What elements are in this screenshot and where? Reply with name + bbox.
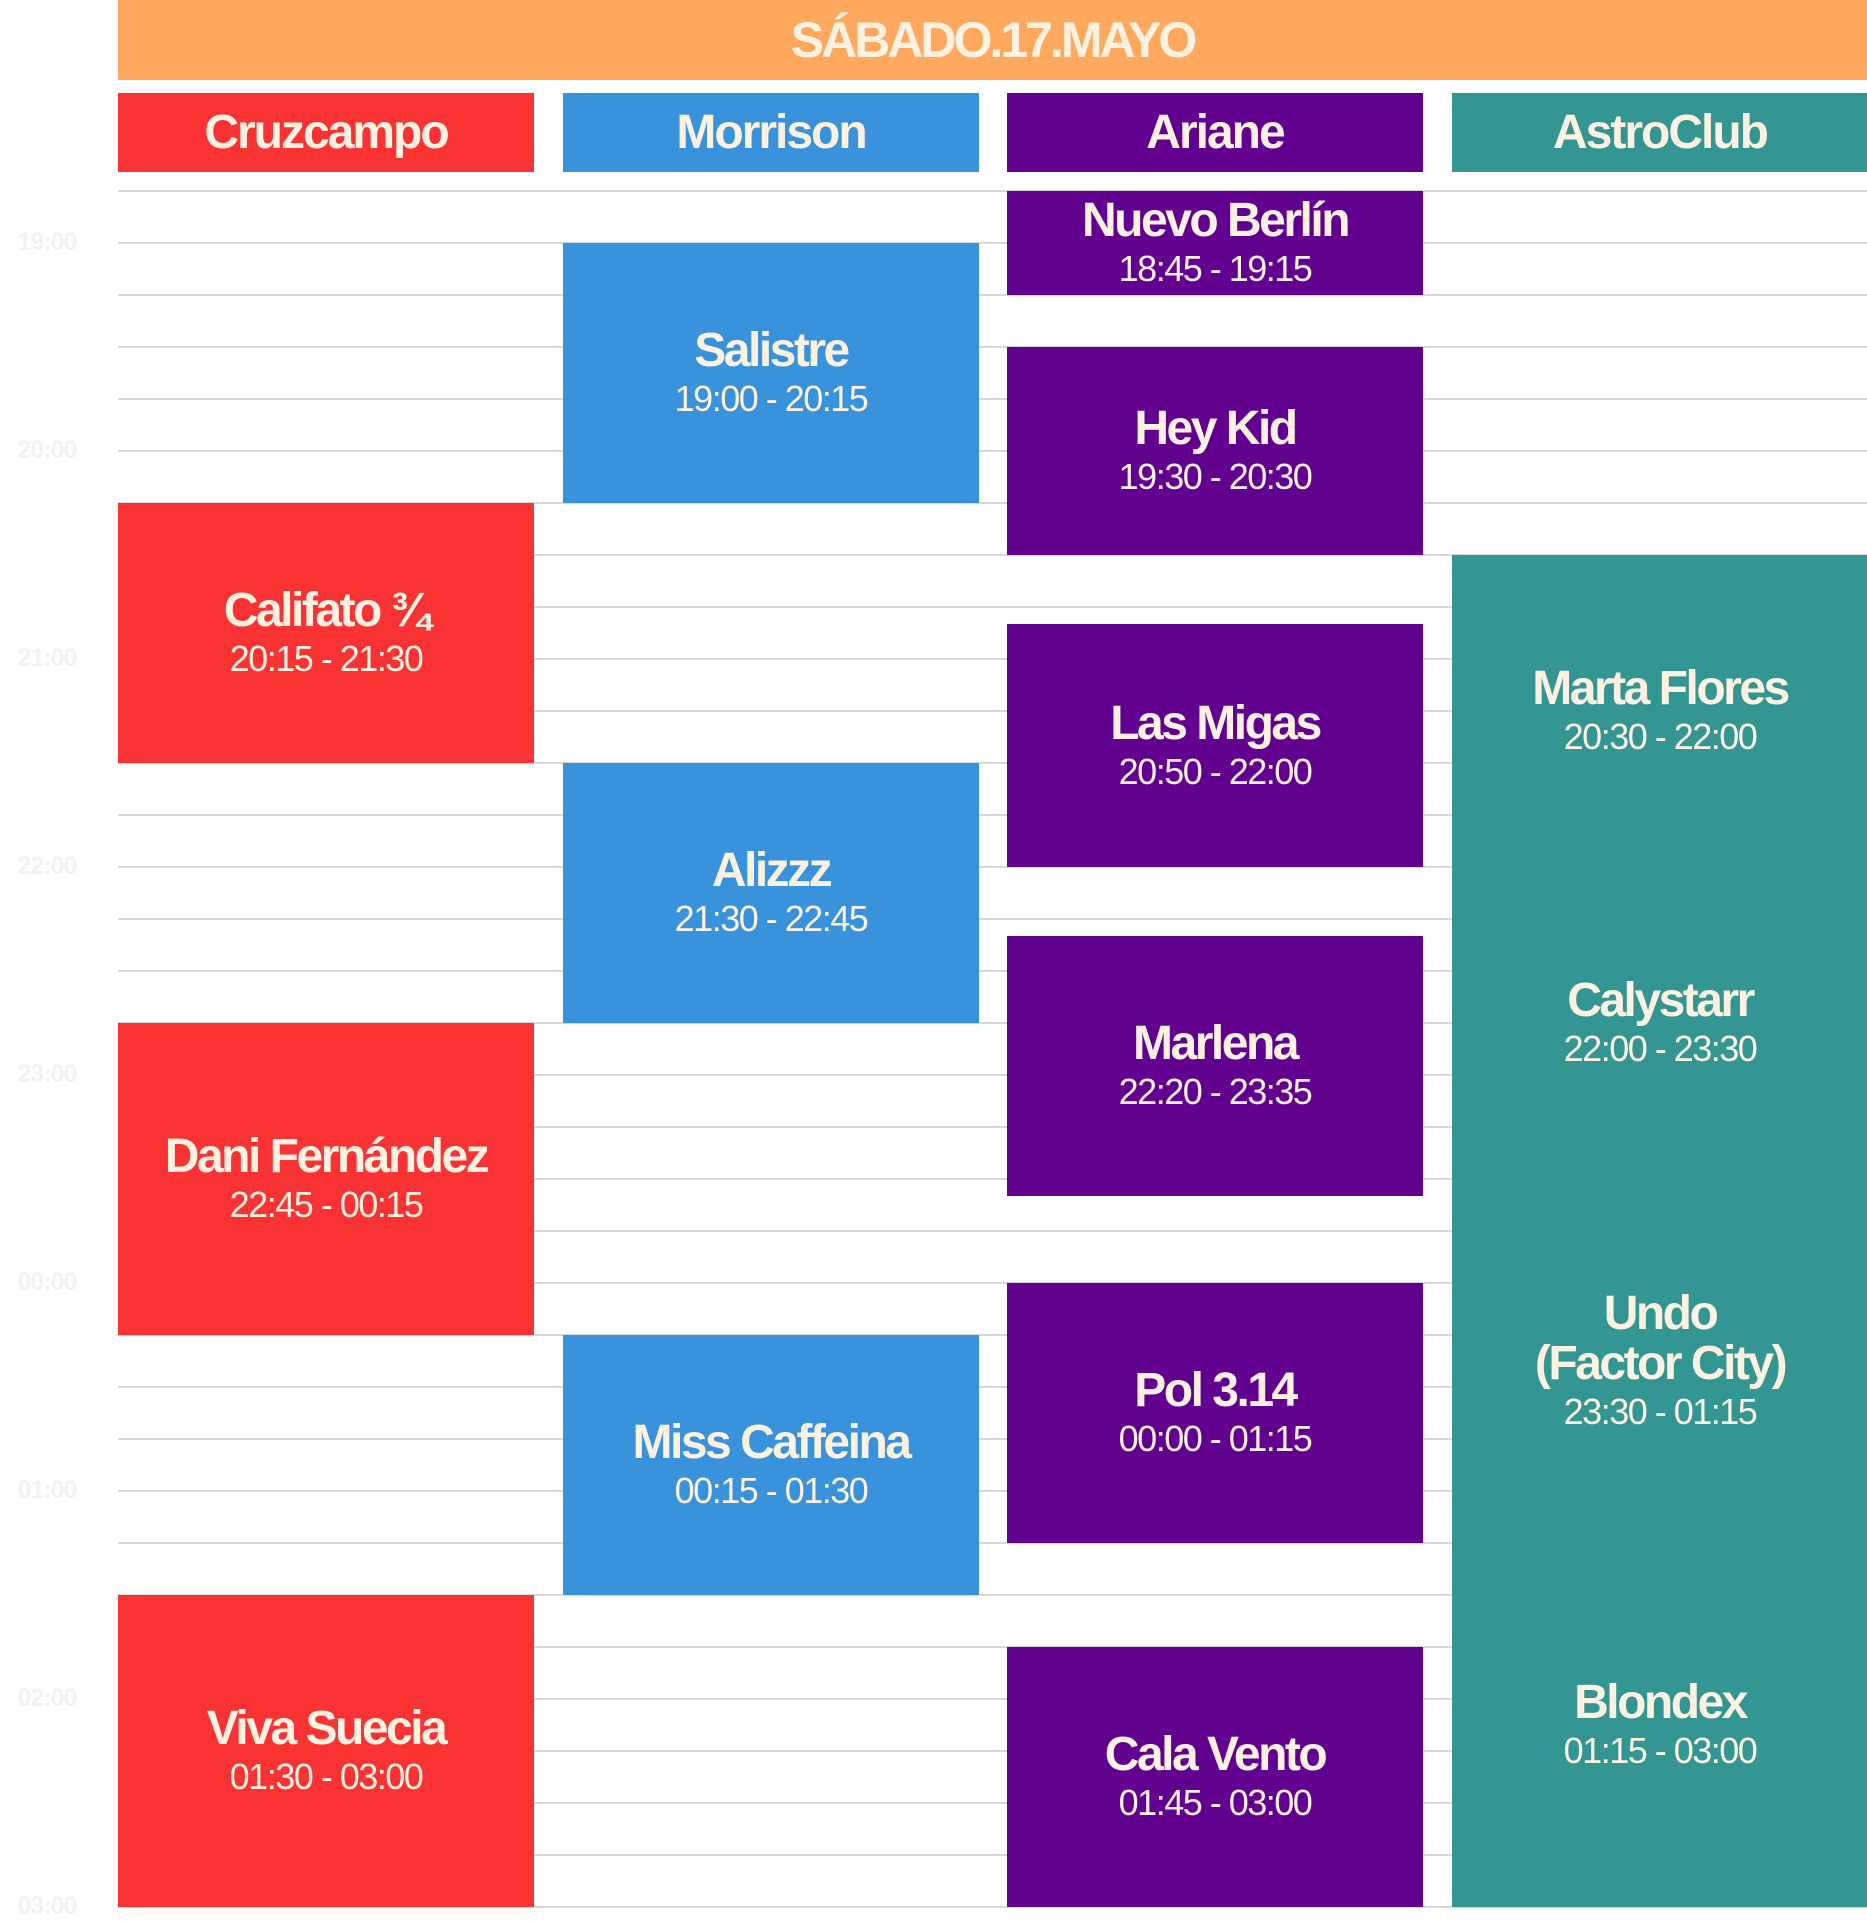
grid-line	[118, 1646, 1867, 1648]
slot-time: 00:15 - 01:30	[674, 1470, 869, 1511]
slot-time: 21:30 - 22:45	[674, 898, 869, 939]
artist-name: Hey Kid	[1134, 402, 1298, 455]
grid-line	[118, 762, 1867, 764]
slot-time: 20:30 - 22:00	[1563, 716, 1758, 757]
grid-line	[118, 1334, 1867, 1336]
artist-name: Califato ¾	[223, 584, 431, 637]
grid-line	[118, 1854, 1867, 1856]
grid-line	[118, 242, 1867, 244]
slot-time: 20:15 - 21:30	[229, 638, 424, 679]
grid-line	[118, 1490, 1867, 1492]
slot-time: 20:50 - 22:00	[1118, 750, 1313, 792]
slot-time: 00:00 - 01:15	[1118, 1418, 1313, 1459]
stage-header-morrison: Morrison	[563, 93, 979, 172]
time-label: 22:00	[17, 852, 78, 880]
grid-line	[118, 1438, 1867, 1440]
slot-time: 18:45 - 19:15	[1118, 248, 1313, 289]
grid-line	[118, 606, 1867, 608]
day-header: SÁBADO.17.MAYO	[118, 0, 1867, 80]
artist-name: Alizzz	[711, 844, 833, 897]
grid-line	[118, 190, 1867, 192]
grid-line	[118, 1698, 1867, 1700]
artist-name: Marlena	[1133, 1017, 1299, 1071]
grid-line	[118, 1542, 1867, 1544]
grid-line	[118, 1126, 1867, 1128]
grid-line	[118, 814, 1867, 816]
time-label: 23:00	[17, 1060, 78, 1088]
stage-header-cruzcampo: Cruzcampo	[118, 93, 534, 172]
artist-name: Pol 3.14	[1134, 1364, 1298, 1417]
grid-line	[118, 866, 1867, 868]
slot-astroclub: Undo (Factor City)23:30 - 01:15	[1452, 1179, 1867, 1543]
time-label: 21:00	[17, 644, 78, 672]
artist-name: Undo (Factor City)	[1534, 1287, 1788, 1390]
grid-line	[118, 918, 1867, 920]
grid-line	[118, 1594, 1867, 1596]
grid-line	[118, 1906, 1867, 1908]
grid-line	[118, 502, 1867, 504]
time-label: 02:00	[17, 1684, 78, 1712]
time-label: 00:00	[17, 1268, 78, 1296]
stage-header-ariane: Ariane	[1007, 93, 1423, 172]
grid-line	[118, 346, 1867, 348]
grid-line	[118, 1074, 1867, 1076]
grid-line	[118, 1022, 1867, 1024]
time-label: 03:00	[17, 1892, 78, 1920]
artist-name: Dani Fernández	[164, 1130, 490, 1183]
slot-time: 01:45 - 03:00	[1118, 1782, 1313, 1823]
slot-time: 23:30 - 01:15	[1563, 1391, 1758, 1432]
artist-name: Miss Caffeina	[632, 1416, 912, 1469]
grid-line	[118, 1750, 1867, 1752]
time-label: 01:00	[17, 1476, 78, 1504]
stage-header-astroclub: AstroClub	[1452, 93, 1867, 172]
slot-time: 22:20 - 23:35	[1118, 1071, 1313, 1113]
slot-time: 22:00 - 23:30	[1563, 1028, 1758, 1069]
artist-name: Las Migas	[1110, 696, 1322, 750]
grid-line	[118, 1282, 1867, 1284]
grid-line	[118, 1386, 1867, 1388]
time-label: 20:00	[17, 436, 78, 464]
slot-time: 01:15 - 03:00	[1563, 1730, 1758, 1771]
artist-name: Calystarr	[1567, 974, 1755, 1027]
grid-line	[118, 554, 1867, 556]
artist-name: Nuevo Berlín	[1081, 194, 1351, 247]
grid-line	[118, 398, 1867, 400]
artist-name: Blondex	[1574, 1676, 1748, 1729]
grid-line	[118, 1178, 1867, 1180]
slot-time: 01:30 - 03:00	[229, 1756, 424, 1797]
slot-time: 19:00 - 20:15	[674, 378, 869, 419]
grid-line	[118, 294, 1867, 296]
artist-name: Salistre	[694, 324, 850, 377]
grid-line	[118, 450, 1867, 452]
time-label: 19:00	[17, 228, 78, 256]
grid-line	[118, 1802, 1867, 1804]
grid-line	[118, 658, 1867, 660]
artist-name: Viva Suecia	[206, 1702, 448, 1755]
grid-line	[118, 1230, 1867, 1232]
grid-line	[118, 970, 1867, 972]
grid-line	[118, 710, 1867, 712]
slot-time: 22:45 - 00:15	[229, 1184, 424, 1225]
slot-time: 19:30 - 20:30	[1118, 456, 1313, 497]
artist-name: Marta Flores	[1532, 662, 1790, 715]
artist-name: Cala Vento	[1104, 1728, 1328, 1781]
